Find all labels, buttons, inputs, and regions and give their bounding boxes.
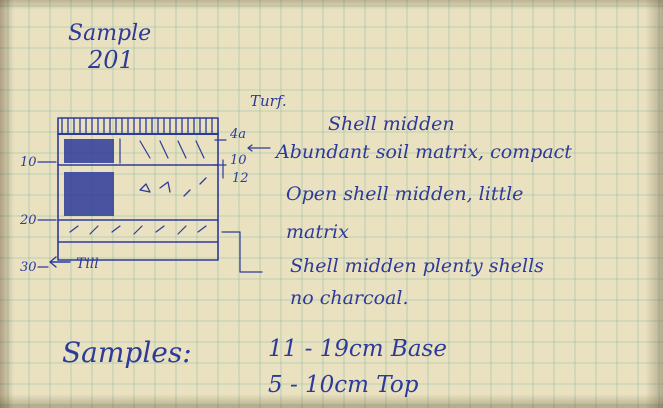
section-outline <box>57 117 219 261</box>
mark-12: 12 <box>232 171 249 186</box>
sample-line-base: 11 - 19cm Base <box>268 336 447 362</box>
note-abundant-soil-matrix: Abundant soil matrix, compact <box>274 141 572 163</box>
turf-layer <box>57 117 219 135</box>
layer-plenty-shells <box>57 225 219 243</box>
layer-compact-matrix <box>57 138 219 166</box>
connector-plenty-shells <box>221 231 263 273</box>
layer-open-shell-midden <box>57 172 219 221</box>
note-no-charcoal: no charcoal. <box>290 287 409 309</box>
arrow-compact <box>247 144 271 152</box>
note-plenty-shells: Shell midden plenty shells <box>290 255 544 277</box>
samples-label: Samples: <box>62 336 192 369</box>
depth-10: 10 <box>20 155 37 170</box>
sample-line-top: 5 - 10cm Top <box>268 372 419 398</box>
note-matrix: matrix <box>286 221 349 243</box>
mark-4a: 4a <box>229 127 246 142</box>
mark-10: 10 <box>230 153 247 168</box>
stratigraphy-sketch: Till <box>49 117 219 272</box>
title-number: 201 <box>87 46 134 74</box>
depth-20: 20 <box>19 213 37 228</box>
till-label: Till <box>76 256 99 272</box>
depth-30: 30 <box>20 260 37 275</box>
note-shell-midden: Shell midden <box>328 113 455 135</box>
title-sample: Sample <box>68 21 151 46</box>
right-depth-marks: 4a 10 12 <box>214 127 249 186</box>
depth-scale: 10 20 30 <box>19 155 57 275</box>
note-turf: Turf. <box>250 92 287 110</box>
note-open-shell-midden: Open shell midden, little <box>286 183 523 205</box>
